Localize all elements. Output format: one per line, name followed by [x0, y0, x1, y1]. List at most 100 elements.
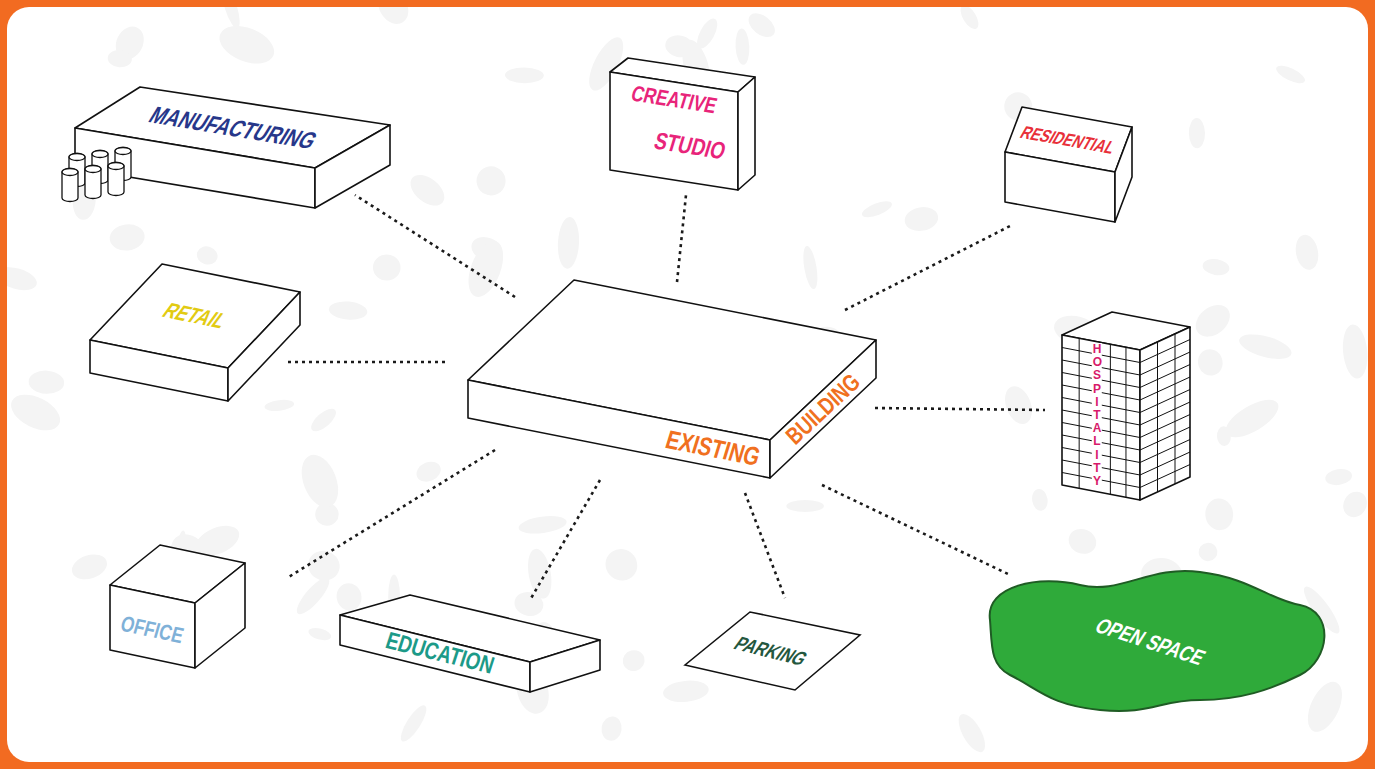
texture-blob: [663, 33, 695, 60]
education-block: EDUCATION: [338, 593, 602, 694]
texture-blob: [600, 715, 624, 742]
texture-blob: [7, 387, 66, 437]
parking-lot: PARKING: [683, 610, 862, 692]
texture-blob: [373, 254, 401, 281]
texture-blob: [308, 405, 340, 435]
office-block-outline: [108, 543, 247, 670]
texture-blob: [264, 398, 295, 412]
texture-blob: [557, 216, 581, 269]
dotted-connector: [845, 225, 1012, 310]
texture-blob: [735, 28, 751, 65]
box-face: [738, 77, 755, 190]
open-space-area: OPEN SPACE: [985, 565, 1335, 715]
texture-blob: [1190, 299, 1236, 344]
floor-line: [1079, 338, 1080, 488]
texture-blob: [69, 550, 110, 583]
texture-blob: [1204, 497, 1235, 532]
texture-blob: [505, 67, 544, 83]
texture-blob: [1065, 525, 1100, 558]
texture-blob: [744, 8, 779, 41]
box-face: [1140, 327, 1190, 500]
texture-blob: [108, 222, 146, 252]
box-face: [610, 72, 738, 190]
dotted-connector: [530, 480, 600, 600]
texture-blob: [1198, 542, 1219, 562]
texture-blob: [413, 458, 444, 485]
manufacturing-block-outline: [60, 85, 392, 210]
texture-blob: [801, 245, 820, 290]
texture-blob: [903, 205, 940, 234]
box-face: [110, 585, 195, 668]
texture-blob: [1324, 467, 1353, 487]
creative-studio-block: CREATIVESTUDIO: [608, 56, 757, 192]
box-face: [1005, 152, 1115, 222]
dotted-connector: [287, 450, 495, 578]
texture-blob: [397, 702, 431, 745]
texture-blob: [1031, 488, 1050, 512]
texture-blob: [307, 626, 332, 642]
texture-blob: [518, 513, 568, 536]
box-face: [90, 340, 228, 401]
texture-blob: [1341, 323, 1368, 379]
floor-line: [1140, 440, 1190, 463]
texture-blob: [1216, 426, 1231, 446]
texture-blob: [219, 7, 244, 30]
texture-blob: [953, 710, 990, 756]
texture-blob: [693, 16, 721, 52]
floor-line: [1157, 342, 1158, 492]
texture-blob: [1201, 257, 1230, 277]
floor-line: [1140, 365, 1190, 388]
texture-blob: [1293, 233, 1321, 272]
box-face: [468, 380, 770, 478]
hospitality-tower-outline: [1060, 310, 1192, 502]
texture-blob: [214, 19, 280, 71]
texture-blob: [786, 500, 824, 512]
box-face: [340, 615, 530, 692]
texture-blob: [860, 198, 894, 221]
floor-line: [1140, 415, 1190, 438]
texture-blob: [1237, 330, 1295, 364]
silo-body: [62, 169, 78, 202]
texture-blob: [107, 49, 133, 68]
floor-line: [1140, 390, 1190, 413]
education-block-outline: [338, 593, 602, 694]
node-label: HOSPITALITY: [1092, 343, 1102, 488]
silo-group: [62, 148, 131, 202]
retail-block: RETAIL: [88, 262, 302, 403]
floor-line: [1140, 427, 1190, 450]
retail-block-outline: [88, 262, 302, 403]
residential-block-outline: [1003, 105, 1134, 224]
silo-top: [69, 154, 85, 161]
box-face: [770, 340, 876, 478]
texture-blob: [292, 574, 334, 619]
floor-line: [1110, 344, 1111, 494]
box-face: [228, 292, 300, 401]
texture-blob: [472, 162, 510, 200]
floor-line: [1175, 334, 1176, 484]
floor-line: [1140, 465, 1190, 488]
texture-blob: [28, 370, 65, 395]
dotted-connector: [745, 493, 785, 598]
box-face: [1062, 335, 1140, 500]
floor-line: [1140, 340, 1190, 363]
silo-body: [108, 163, 124, 196]
residential-block: RESIDENTIAL: [1003, 105, 1134, 224]
silo-top: [62, 169, 78, 176]
floor-line: [1140, 377, 1190, 400]
box-face: [195, 563, 245, 668]
texture-blob: [1189, 118, 1206, 148]
texture-blob: [620, 648, 646, 674]
dotted-connector: [677, 195, 686, 282]
silo-body: [85, 166, 101, 199]
texture-blob: [1000, 382, 1037, 427]
lot-outline: [685, 612, 860, 690]
texture-blob: [334, 581, 364, 613]
floor-line: [1140, 352, 1190, 375]
silo-top: [92, 151, 108, 158]
texture-blob: [1195, 346, 1226, 379]
existing-building-block: EXISTINGBUILDING: [466, 278, 878, 480]
texture-blob: [295, 450, 345, 513]
hospitality-tower: HOSPITALITY: [1060, 310, 1192, 502]
texture-blob: [1301, 676, 1349, 737]
